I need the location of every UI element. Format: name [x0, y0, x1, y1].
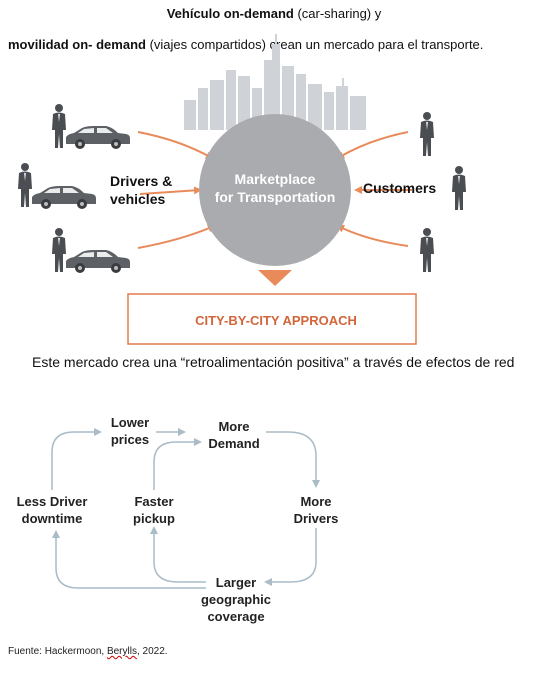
driver-person-icon [18, 163, 32, 207]
node-more-drivers-2: Drivers [294, 511, 339, 526]
intro-line-1-bold: Vehículo on-demand [166, 6, 294, 21]
source-prefix: Fuente: Hackermoon, [8, 646, 107, 657]
marketplace-circle [199, 114, 351, 266]
marketplace-label-2: for Transportation [215, 189, 336, 205]
node-less-downtime-2: downtime [22, 511, 83, 526]
arrow-customer-top [336, 131, 409, 160]
car-icon [32, 186, 96, 209]
node-more-demand-1: More [218, 419, 249, 434]
source-suffix: , 2022. [136, 646, 168, 657]
driver-group-mid [18, 163, 96, 209]
car-icon [66, 250, 130, 273]
arrow-coverage-to-pickup [150, 526, 206, 583]
drivers-label-1: Drivers & [110, 173, 172, 189]
arrow-pickup-to-demand [153, 438, 202, 490]
node-lower-prices-1: Lower [111, 415, 149, 430]
arrow-driver-mid [139, 186, 202, 195]
node-lower-prices-2: prices [111, 432, 149, 447]
customer-person-icon [452, 166, 466, 210]
driver-group-top [52, 104, 130, 149]
node-coverage-3: coverage [207, 609, 264, 624]
driver-person-icon [52, 228, 66, 272]
marketplace-diagram: Marketplace for Transportation Drivers &… [18, 34, 466, 345]
feedback-cycle-diagram: Lower prices More Demand Less Driver dow… [17, 415, 339, 624]
source-flagged-word: Berylls [106, 646, 137, 657]
inflow-arrows [137, 131, 412, 249]
node-coverage-2: geographic [201, 592, 271, 607]
arrow-driver-bottom [137, 224, 216, 249]
approach-box [127, 293, 417, 345]
intro-line-2-bold: movilidad on- demand [8, 37, 146, 52]
car-icon [66, 126, 130, 149]
driver-group-bottom [52, 228, 130, 273]
intro-line-2-rest: (viajes compartidos) crean un mercado pa… [145, 37, 484, 52]
marketplace-label-1: Marketplace [235, 171, 316, 187]
drivers-label-2: vehicles [110, 191, 165, 207]
network-effect-caption: Este mercado crea una “retroalimentación… [32, 354, 515, 370]
intro-line-1-rest: (car-sharing) y [293, 6, 382, 21]
arrow-coverage-to-downtime [52, 530, 206, 589]
intro-line-1: Vehículo on-demand (car-sharing) y [0, 6, 548, 21]
node-more-demand-2: Demand [208, 436, 259, 451]
arrow-customer-bottom [336, 225, 409, 247]
node-less-downtime-1: Less Driver [17, 494, 88, 509]
customer-person-icon [420, 228, 434, 272]
skyline-image [184, 34, 366, 130]
node-more-drivers-1: More [300, 494, 331, 509]
driver-person-icon [52, 104, 66, 148]
node-faster-pickup-2: pickup [133, 511, 175, 526]
arrow-downtime-to-prices [51, 428, 102, 490]
chevron-down-icon [258, 270, 292, 286]
cycle-arrows [51, 428, 320, 589]
intro-line-2: movilidad on- demand (viajes compartidos… [8, 37, 548, 52]
arrow-driver-top [137, 131, 214, 159]
node-coverage-1: Larger [216, 575, 256, 590]
approach-label: CITY-BY-CITY APPROACH [195, 313, 357, 328]
source-note: Fuente: Hackermoon, Berylls, 2022. [8, 646, 168, 657]
arrow-drivers-to-coverage [264, 528, 317, 586]
customers-label: Customers [363, 180, 436, 196]
customer-person-icon [420, 112, 434, 156]
arrow-demand-to-drivers [266, 431, 320, 488]
node-faster-pickup-1: Faster [134, 494, 173, 509]
